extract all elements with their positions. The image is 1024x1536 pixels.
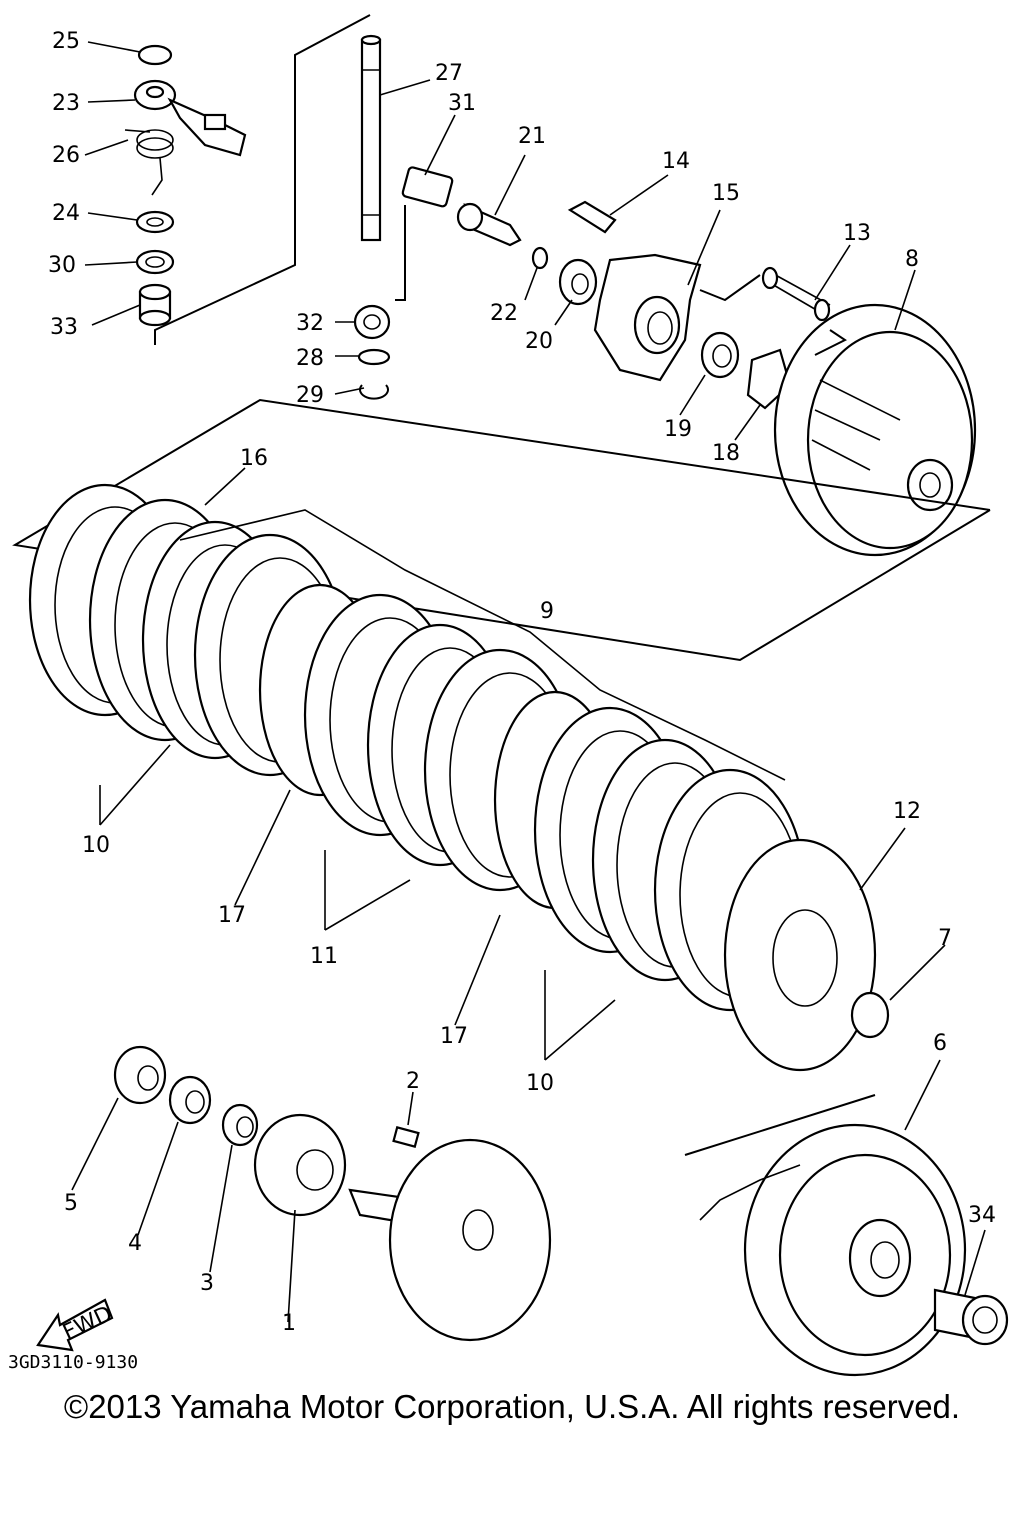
pinion-part: [401, 166, 454, 208]
key-part: [392, 1126, 420, 1148]
callout-16: 16: [240, 446, 268, 471]
callout-7: 7: [938, 926, 952, 951]
callout-26: 26: [52, 143, 80, 168]
callout-21: 21: [518, 124, 546, 149]
washer-28-part: [357, 348, 391, 366]
bushing-part: [138, 283, 172, 327]
callout-4: 4: [128, 1231, 142, 1256]
copyright-notice: ©2013 Yamaha Motor Corporation, U.S.A. A…: [63, 1388, 961, 1425]
lock-washer-7-part: [850, 991, 890, 1039]
callout-32: 32: [296, 311, 324, 336]
callout-22: 22: [490, 301, 518, 326]
callout-5: 5: [64, 1191, 78, 1216]
callout-31: 31: [448, 91, 476, 116]
callout-28: 28: [296, 346, 324, 371]
leader-lines: [71, 41, 986, 1323]
circlip-part: [137, 44, 173, 66]
callout-2: 2: [406, 1069, 420, 1094]
push-lever-shaft-part: [360, 34, 382, 242]
push-lever-group: [124, 14, 371, 345]
callout-17-center: 17: [440, 1024, 468, 1049]
callout-23: 23: [52, 91, 80, 116]
clutch-boss-part: [773, 303, 977, 557]
callout-10-center: 10: [526, 1071, 554, 1096]
callout-15: 15: [712, 181, 740, 206]
callout-20: 20: [525, 329, 553, 354]
oil-seal-part: [135, 249, 175, 275]
drawing-code: 3GD3110-9130: [8, 1352, 139, 1373]
lock-washer-part: [700, 331, 740, 379]
callout-24: 24: [52, 201, 80, 226]
callout-29: 29: [296, 383, 324, 408]
clutch-spring-part: [761, 266, 831, 322]
callout-9: 9: [540, 599, 554, 624]
callout-6: 6: [933, 1031, 947, 1056]
callout-12: 12: [893, 799, 921, 824]
callout-1: 1: [282, 1311, 296, 1336]
callout-3: 3: [200, 1271, 214, 1296]
callout-34: 34: [968, 1203, 996, 1228]
callout-labels: 25 23 26 24 30 33 27 31 21 14 15 13 8 22…: [48, 29, 996, 1336]
bearing-part: [558, 258, 598, 306]
friction-plate-stack: [28, 483, 807, 1012]
push-lever-part: [133, 79, 247, 157]
callout-19: 19: [664, 417, 692, 442]
washer-3-part: [221, 1103, 259, 1147]
callout-17-left: 17: [218, 903, 246, 928]
pinion-gear-part: [353, 304, 391, 340]
pressure-plate-12-part: [723, 838, 877, 1072]
bolt-part: [567, 200, 617, 234]
lower-hub-group: FWD: [36, 1045, 552, 1352]
torsion-spring-part: [124, 129, 174, 196]
callout-10-left: 10: [82, 833, 110, 858]
callout-11: 11: [310, 944, 338, 969]
push-rod-group: [456, 202, 598, 306]
callout-33: 33: [50, 315, 78, 340]
washer-part: [135, 210, 175, 234]
fwd-arrow-icon: FWD: [36, 1298, 116, 1352]
circlip-29-part: [359, 384, 389, 400]
primary-drive-gear-part: [253, 1113, 347, 1217]
callout-27: 27: [435, 61, 463, 86]
clutch-exploded-diagram: FWD: [12, 14, 1009, 1377]
clutch-housing-part: [684, 1094, 967, 1377]
callout-8: 8: [905, 247, 919, 272]
callout-14: 14: [662, 149, 690, 174]
callout-25: 25: [52, 29, 80, 54]
fwd-label: FWD: [59, 1301, 116, 1345]
pressure-group: [567, 200, 831, 410]
push-rod-pinion-group: [353, 166, 454, 400]
callout-18: 18: [712, 441, 740, 466]
callout-30: 30: [48, 253, 76, 278]
callout-13: 13: [843, 221, 871, 246]
ball-part: [531, 246, 549, 270]
spacer-34-part: [933, 1288, 1009, 1346]
